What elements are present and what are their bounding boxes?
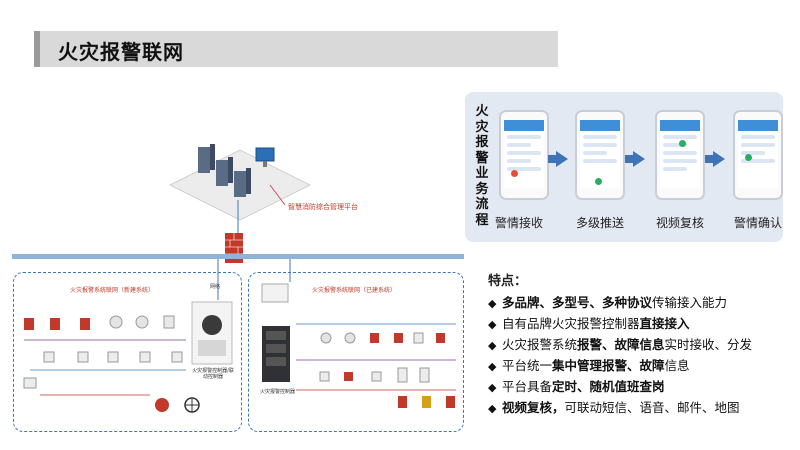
controller-panel-icon	[191, 301, 233, 365]
step-label: 多级推送	[575, 216, 624, 230]
step-label: 警情接收	[494, 216, 543, 230]
system-box-new	[13, 272, 242, 432]
detector-icon	[320, 332, 445, 344]
network-label: 网络	[210, 284, 221, 290]
detector-icon	[24, 315, 175, 330]
transmission-device-icon	[261, 283, 289, 303]
arrow-right-icon	[705, 151, 725, 167]
feature-item: ◆平台具备定时、随机值班查岗	[488, 379, 665, 394]
feature-item: ◆火灾报警系统报警、故障信息实时接收、分发	[488, 337, 753, 352]
arrow-right-icon	[548, 151, 568, 167]
controller-label: 火灾报警控制器/联动控制器	[192, 368, 234, 380]
phone-screenshot-video-review	[655, 110, 705, 200]
phone-screenshot-alarm-confirm	[733, 110, 783, 200]
feature-item: ◆视频复核，可联动短信、语音、邮件、地图	[488, 400, 740, 415]
feature-item: ◆平台统一集中管理报警、故障信息	[488, 358, 690, 373]
module-icon	[319, 367, 455, 408]
phone-screenshot-multi-push	[575, 110, 625, 200]
network-backbone	[12, 254, 464, 259]
monitor-icon	[255, 147, 275, 167]
phone-screenshot-alarm-receive	[499, 110, 549, 200]
system-title-new: 火灾报警系统联网（新建系统）	[70, 287, 155, 294]
link-line	[269, 184, 286, 206]
title-accent	[34, 31, 40, 67]
feature-item: ◆多品牌、多型号、多种协议传输接入能力	[488, 295, 728, 310]
arrow-right-icon	[625, 151, 645, 167]
workflow-title: 火灾报警业务流程	[475, 104, 489, 228]
system-title-existing: 火灾报警系统联网（已建系统）	[312, 287, 397, 294]
step-label: 视频复核	[655, 216, 704, 230]
system-box-existing	[248, 272, 464, 432]
page-title: 火灾报警联网	[58, 40, 184, 64]
step-label: 警情确认	[733, 216, 782, 230]
cabinet-label: 火灾报警控制器	[260, 389, 296, 395]
platform-label: 智慧消防综合管理平台	[288, 203, 358, 211]
module-icon	[23, 351, 183, 389]
fan-valve-icon	[155, 397, 200, 413]
title-bar	[34, 31, 558, 67]
feature-item: ◆自有品牌火灾报警控制器直接接入	[488, 316, 690, 331]
features-title: 特点：	[488, 274, 528, 289]
network-diagram	[23, 144, 456, 413]
server-rack-icon	[198, 144, 251, 197]
cabinet-icon	[262, 326, 290, 382]
